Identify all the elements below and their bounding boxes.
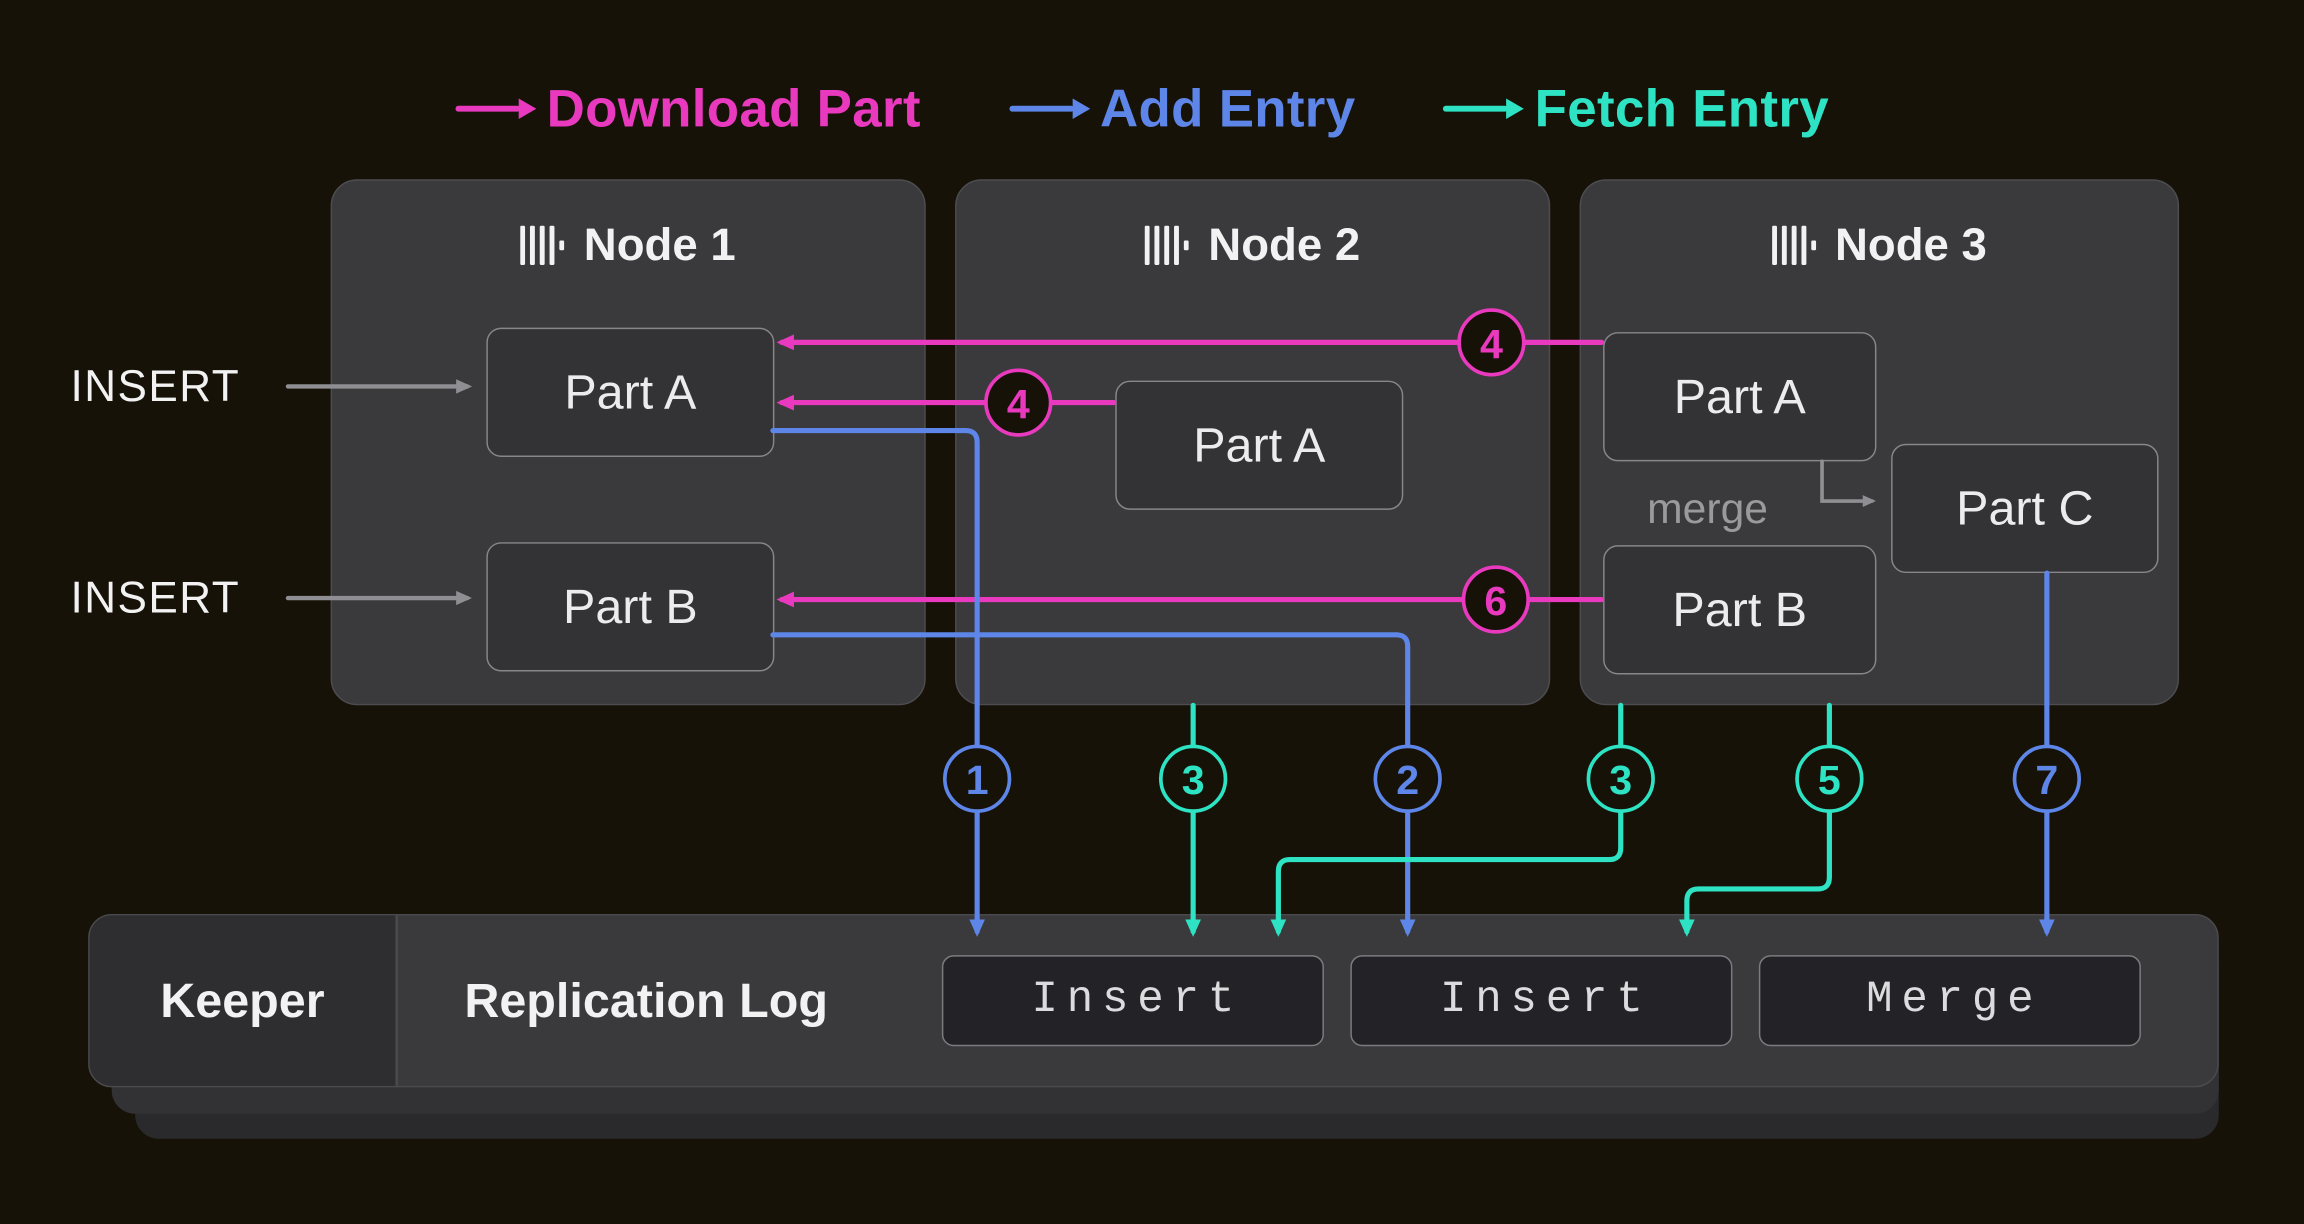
fetch-entry-arrow-3b [1270,702,1624,937]
badge-fetch-3a-number: 3 [1182,757,1205,803]
node-1-part-b: Part B [486,542,775,672]
download-part-arrow-icon [455,98,537,120]
keeper-box: Keeper [89,915,399,1086]
clickhouse-bars-icon [520,225,565,265]
legend-item-download-part: Download Part [455,77,921,140]
node-2: Node 2 Part A [955,179,1551,706]
node-1-part-a: Part A [486,327,775,457]
legend: Download Part Add Entry Fetch Entry [455,68,1829,150]
legend-label-add-entry: Add Entry [1100,77,1356,139]
badge-fetch-5-number: 5 [1818,757,1841,803]
node-1-part-b-label: Part B [562,578,698,634]
node-1: Node 1 Part A Part B [330,179,926,706]
badge-add-1-number: 1 [966,757,989,803]
clickhouse-bars-icon [1771,225,1816,265]
fetch-entry-arrow-icon [1443,98,1525,120]
badge-fetch-3b: 3 [1586,744,1655,813]
log-entry-merge: Merge [1758,955,2141,1047]
node-3-part-a-label: Part A [1673,368,1806,424]
badge-add-7-number: 7 [2035,757,2058,803]
badge-fetch-3a: 3 [1158,744,1228,813]
badge-add-1: 1 [942,744,1012,813]
node-3-title: Node 3 [1581,219,2178,272]
node-3-part-b: Part B [1603,545,1877,675]
log-entry-insert-1: Insert [941,955,1324,1047]
badge-fetch-5: 5 [1795,744,1864,813]
fetch-entry-arrow-5 [1678,702,1832,937]
node-2-part-a-label: Part A [1193,417,1326,472]
legend-label-fetch-entry: Fetch Entry [1534,77,1829,139]
node-2-part-a: Part A [1115,380,1404,510]
legend-item-add-entry: Add Entry [1008,77,1356,140]
insert-label-2: INSERT [70,574,241,624]
log-entry-insert-1-label: Insert [1031,975,1244,1026]
keeper-label: Keeper [160,972,325,1028]
badge-fetch-3b-number: 3 [1609,757,1632,803]
node-3-part-c: Part C [1891,443,2159,574]
log-entry-merge-label: Merge [1866,975,2043,1026]
node-2-title-text: Node 2 [1208,218,1361,271]
log-entry-insert-2-label: Insert [1439,975,1652,1026]
node-3-part-a: Part A [1603,332,1877,462]
badge-add-2-number: 2 [1396,757,1419,803]
merge-label: merge [1647,486,1768,534]
node-1-title: Node 1 [332,219,924,272]
node-3-title-text: Node 3 [1834,218,1987,271]
node-3-part-c-label: Part C [1956,480,2094,535]
node-1-title-text: Node 1 [583,218,736,271]
legend-label-download-part: Download Part [546,77,921,139]
add-entry-arrow-icon [1008,98,1090,120]
replication-log-bar: Keeper Replication Log Insert Insert Mer… [88,913,2219,1088]
clickhouse-bars-icon [1145,225,1190,265]
badge-add-7: 7 [2012,744,2082,813]
log-entry-insert-2: Insert [1350,955,1733,1047]
insert-label-1: INSERT [70,362,241,412]
badge-add-2: 2 [1373,744,1442,813]
node-1-part-a-label: Part A [564,364,697,419]
node-3: Node 3 Part A Part B Part C merge [1579,179,2180,706]
replication-log-title: Replication Log [464,972,828,1028]
legend-item-fetch-entry: Fetch Entry [1443,77,1829,140]
node-2-title: Node 2 [957,219,1549,272]
node-3-part-b-label: Part B [1672,581,1808,637]
